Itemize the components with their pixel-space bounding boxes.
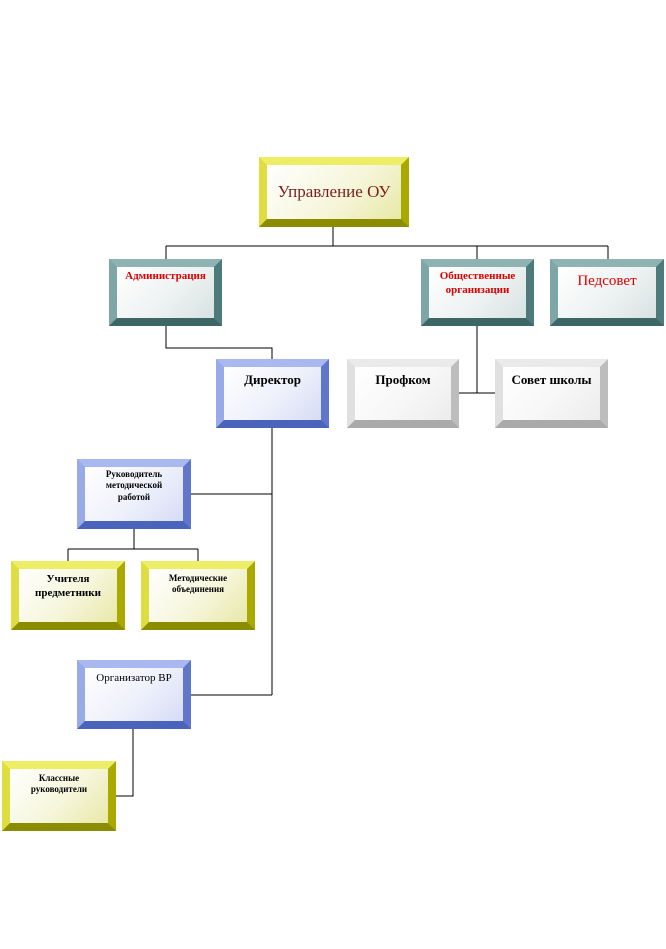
node-profkom: Профком xyxy=(347,359,459,428)
node-metodicheskie-label: Методические объединения xyxy=(149,569,247,622)
node-sovet-shkoly-label: Совет школы xyxy=(503,367,600,420)
connector-organizator-klassnye xyxy=(115,729,134,797)
node-direktor-label: Директор xyxy=(224,367,321,420)
node-klassnye-label: Классные руководители xyxy=(10,769,108,823)
node-pedsovet-label: Педсовет xyxy=(558,267,656,318)
connector-admin-director xyxy=(165,326,273,359)
node-pedsovet: Педсовет xyxy=(550,259,664,326)
node-uchitelya: Учителя предметники xyxy=(11,561,125,630)
node-organizator: Организатор ВР xyxy=(77,660,191,729)
node-profkom-label: Профком xyxy=(355,367,451,420)
node-metodicheskie: Методические объединения xyxy=(141,561,255,630)
node-upravlenie-label: Управление ОУ xyxy=(267,165,401,219)
node-obshchestvennye: Общественные организации xyxy=(421,259,534,326)
node-upravlenie: Управление ОУ xyxy=(259,157,409,227)
node-organizator-label: Организатор ВР xyxy=(85,668,183,721)
node-administraciya: Администрация xyxy=(109,259,222,326)
node-obshchestvennye-label: Общественные организации xyxy=(429,267,526,318)
node-uchitelya-label: Учителя предметники xyxy=(19,569,117,622)
node-klassnye: Классные руководители xyxy=(2,761,116,831)
node-direktor: Директор xyxy=(216,359,329,428)
node-administraciya-label: Администрация xyxy=(117,267,214,318)
node-rukovoditel: Руководитель методической работой xyxy=(77,459,191,529)
node-sovet-shkoly: Совет школы xyxy=(495,359,608,428)
node-rukovoditel-label: Руководитель методической работой xyxy=(85,467,183,521)
